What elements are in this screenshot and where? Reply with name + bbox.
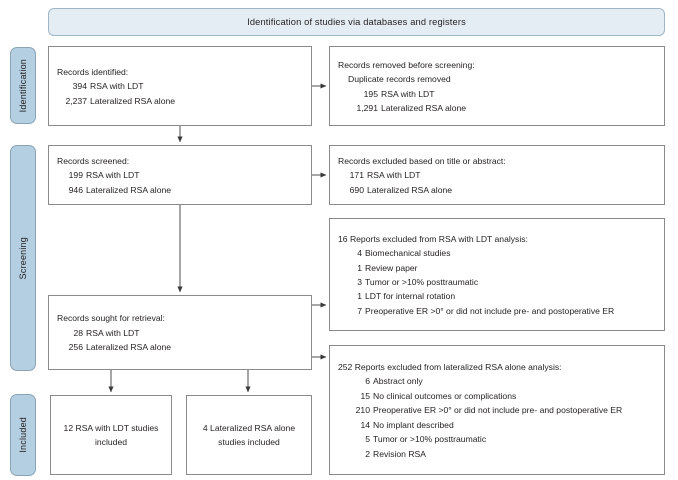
box-records-sought-for-retrieval: Records sought for retrieval: 28 RSA wit… xyxy=(48,295,312,370)
box-included-lateralized-rsa-alone-studies: 4 Lateralized RSA alone studies included xyxy=(186,395,312,475)
box-heading: Records excluded based on title or abstr… xyxy=(338,155,506,166)
diagram-banner-title: Identification of studies via databases … xyxy=(48,8,665,36)
box-records-excluded-title-abstract: Records excluded based on title or abstr… xyxy=(329,145,665,205)
list-item: 2 Revision RSA xyxy=(365,448,427,459)
list-item: 946 Lateralized RSA alone xyxy=(68,184,172,195)
list-item: 1 LDT for internal rotation xyxy=(357,291,456,302)
box-heading: 252 Reports excluded from lateralized RS… xyxy=(338,362,562,373)
list-item: 1 Review paper xyxy=(357,262,418,273)
stage-tab-screening: Screening xyxy=(10,145,36,371)
stage-tab-identification: Identification xyxy=(10,47,36,124)
list-item: 199 RSA with LDT xyxy=(68,170,140,181)
box-records-removed-before-screening: Records removed before screening: Duplic… xyxy=(329,46,665,126)
list-item: 5 Tumor or >10% posttraumatic xyxy=(365,434,487,445)
included-ldt-line-1: 12 RSA with LDT studies xyxy=(63,423,159,433)
list-item: 6 Abstract only xyxy=(365,376,423,387)
box-records-screened: Records screened: 199 RSA with LDT 946 L… xyxy=(48,145,312,205)
included-lateralized-line-2: studies included xyxy=(218,436,280,447)
list-item: 195 RSA with LDT xyxy=(363,88,435,99)
box-heading: 16 Reports excluded from RSA with LDT an… xyxy=(338,233,528,244)
list-item: 15 No clinical outcomes or complications xyxy=(360,390,517,401)
stage-tab-included: Included xyxy=(10,394,36,476)
list-item: 3 Tumor or >10% posttraumatic xyxy=(357,277,479,287)
box-heading: Records screened: xyxy=(57,155,130,166)
banner-label: Identification of studies via databases … xyxy=(247,17,466,27)
included-ldt-line-2: included xyxy=(94,436,127,447)
box-included-rsa-with-ldt-studies: 12 RSA with LDT studies included xyxy=(50,395,172,475)
list-item: 256 Lateralized RSA alone xyxy=(68,342,172,353)
box-reports-excluded-lateralized-rsa-alone: 252 Reports excluded from lateralized RS… xyxy=(329,345,665,475)
list-item: 2,237 Lateralized RSA alone xyxy=(65,95,176,106)
list-item: 14 No implant described xyxy=(360,419,454,430)
box-records-identified: Records identified: 394 RSA with LDT 2,2… xyxy=(48,46,312,126)
list-item: 7 Preoperative ER >0° or did not include… xyxy=(357,305,615,316)
list-item: 171 RSA with LDT xyxy=(349,170,421,181)
list-item: 4 Biomechanical studies xyxy=(357,248,451,259)
list-item: 690 Lateralized RSA alone xyxy=(349,184,453,195)
stage-tab-included-label: Included xyxy=(18,417,28,453)
box-heading: Records removed before screening: xyxy=(338,59,475,70)
box-reports-excluded-rsa-with-ldt: 16 Reports excluded from RSA with LDT an… xyxy=(329,218,665,331)
included-lateralized-line-1: 4 Lateralized RSA alone xyxy=(202,423,296,433)
box-heading: Records identified: xyxy=(57,66,129,77)
list-item: 28 RSA with LDT xyxy=(73,327,140,338)
list-item: 210 Preoperative ER >0° or did not inclu… xyxy=(355,405,623,416)
stage-tab-identification-label: Identification xyxy=(18,58,28,113)
list-item: 1,291 Lateralized RSA alone xyxy=(356,102,467,113)
box-subheading: Duplicate records removed xyxy=(348,74,451,85)
stage-tab-screening-label: Screening xyxy=(18,236,28,280)
box-heading: Records sought for retrieval: xyxy=(57,313,165,324)
list-item: 394 RSA with LDT xyxy=(72,81,144,92)
